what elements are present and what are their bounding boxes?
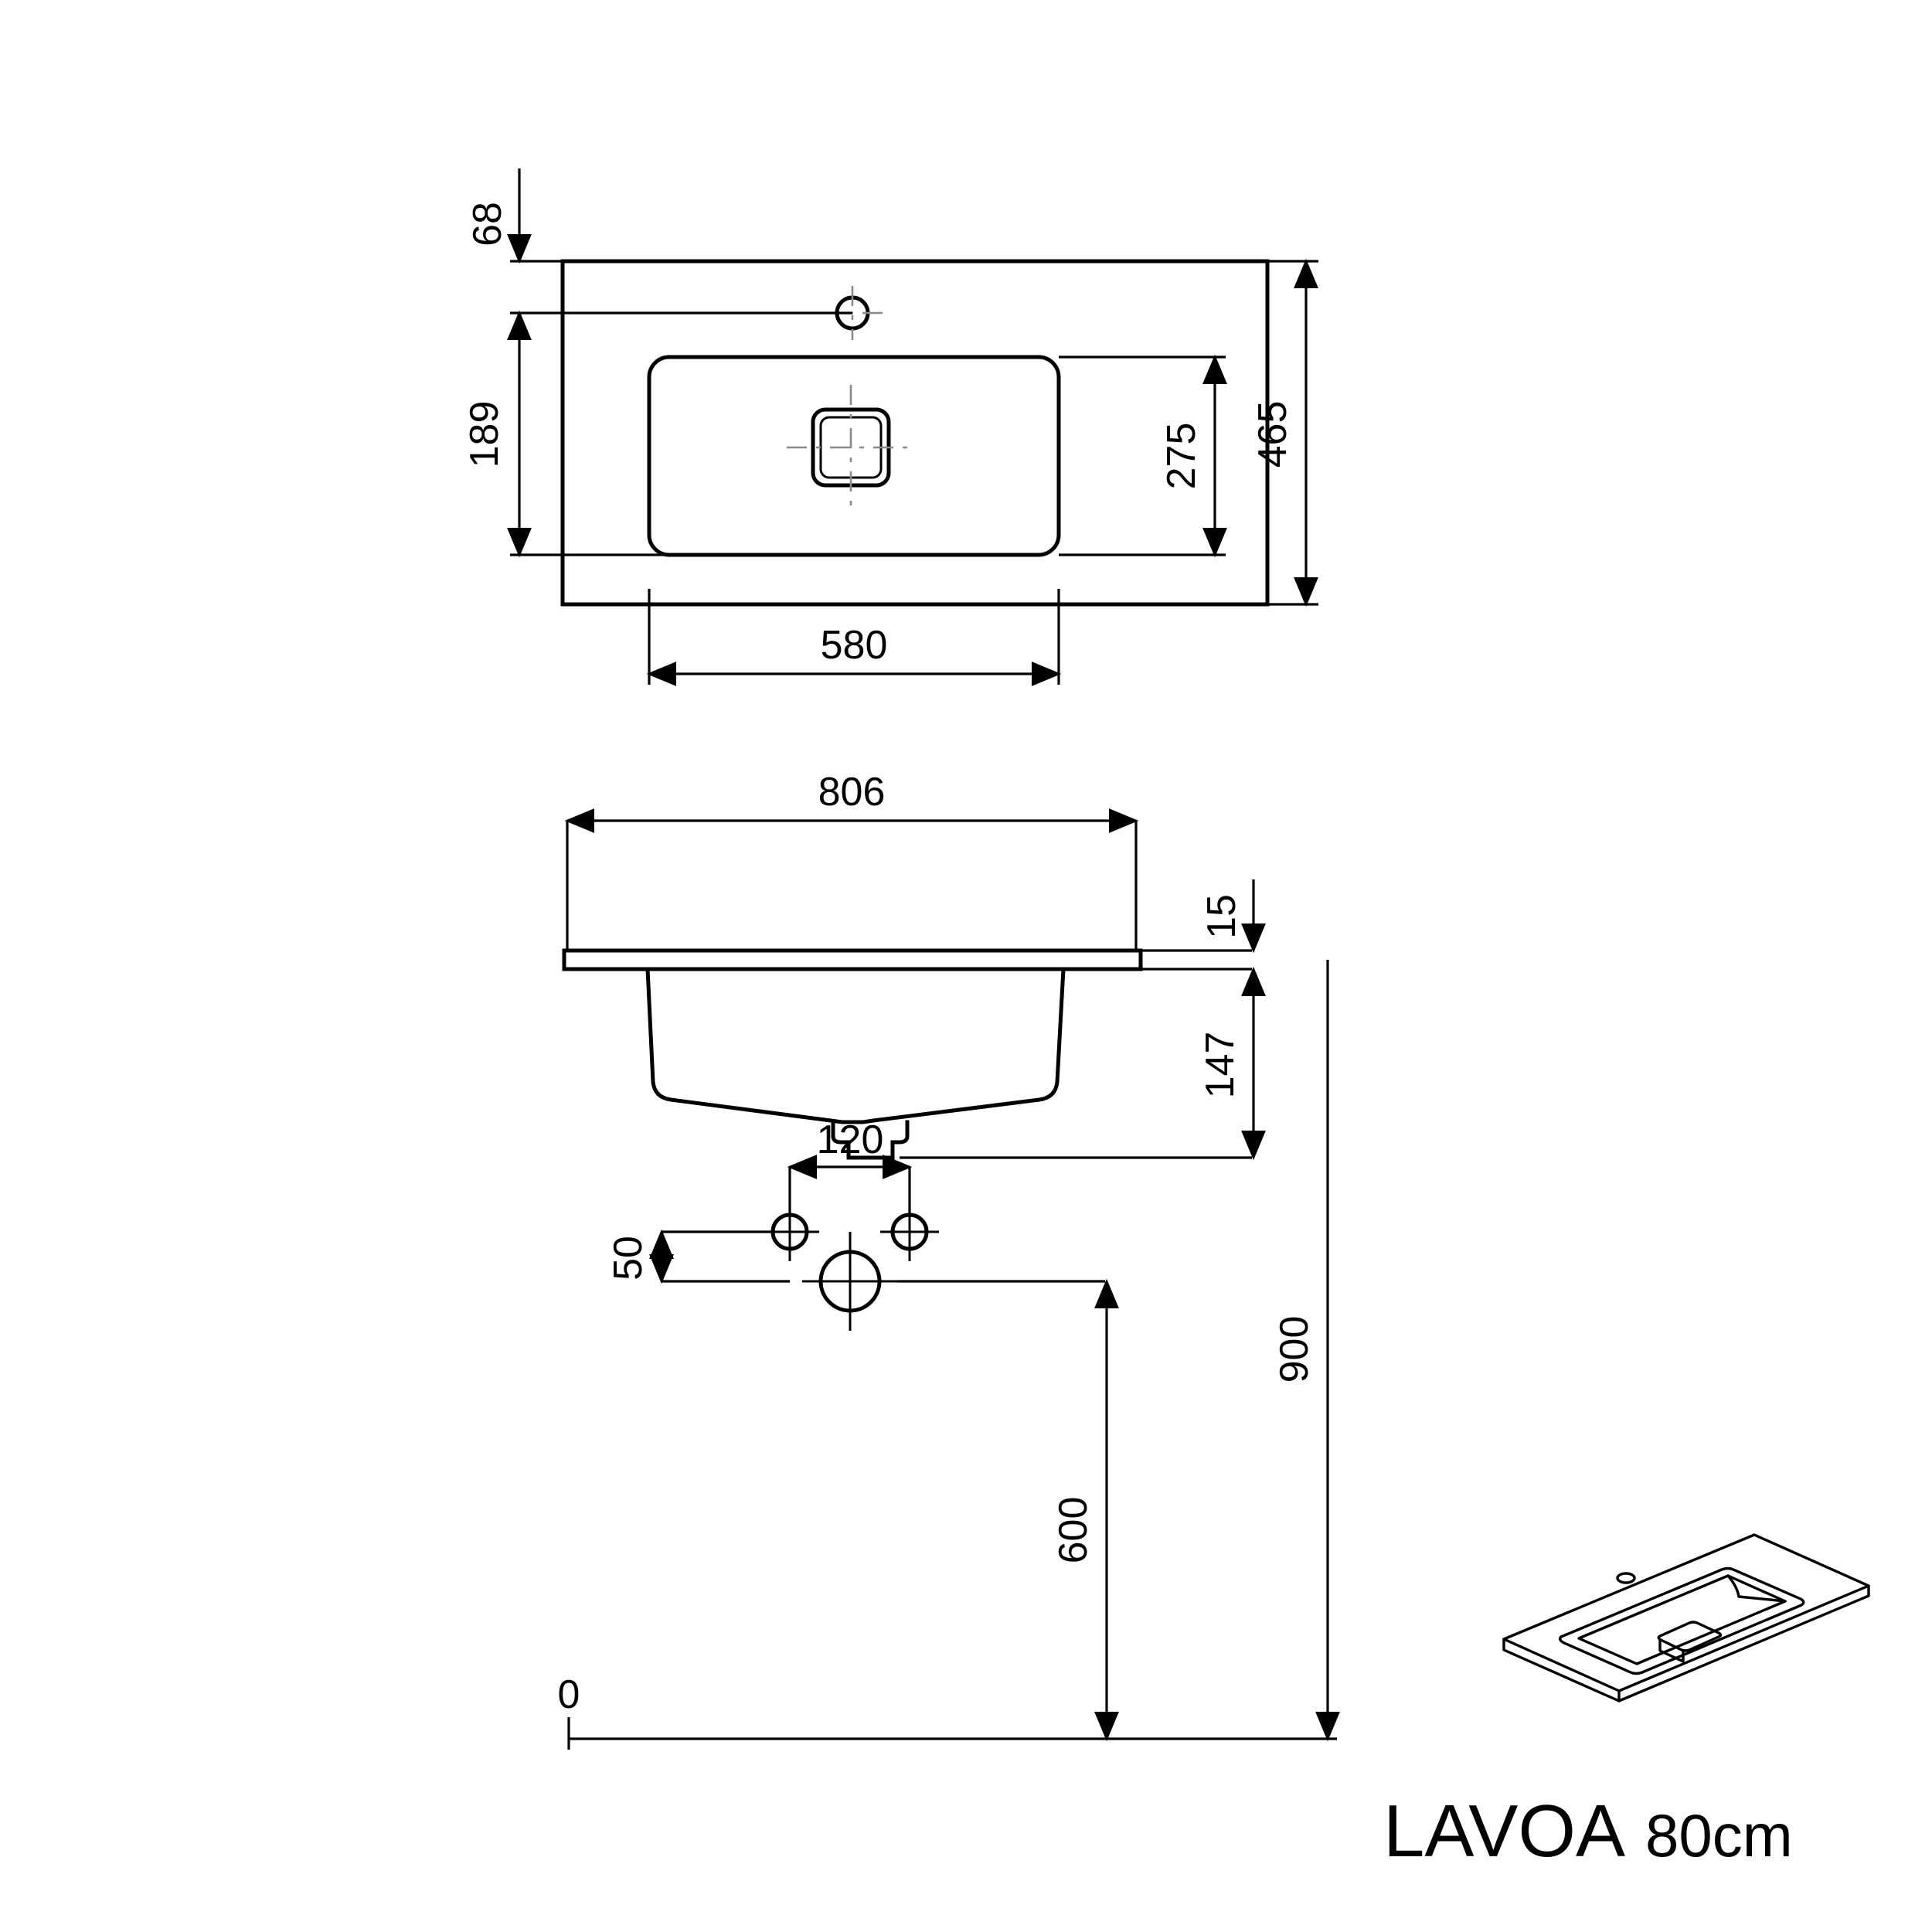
- iso-basin-rim: [1558, 1566, 1805, 1675]
- iso-slab-front-edge: [1502, 1638, 1621, 1702]
- dim-900-label: 900: [1272, 1316, 1317, 1383]
- top-view-group: 68 189 275 465 580: [462, 168, 1318, 686]
- iso-drain-square: [1657, 1621, 1723, 1652]
- bowl-section-profile: [645, 967, 1066, 1124]
- product-label: LAVOA 80cm: [1383, 1794, 1793, 1869]
- mounting-hole-view-group: 120 50: [606, 1117, 1105, 1331]
- top-view-plate-outline: [560, 259, 1270, 607]
- dim-806-label: 806: [818, 770, 886, 815]
- dim-0-label: 0: [558, 1672, 580, 1717]
- dim-275-label: 275: [1159, 423, 1204, 490]
- dim-120-label: 120: [817, 1117, 884, 1162]
- deck-slab: [562, 948, 1143, 971]
- installation-height-view-group: 600 900 0: [558, 960, 1340, 1750]
- dim-465-label: 465: [1250, 401, 1295, 468]
- isometric-view-group: [1502, 1533, 1870, 1702]
- top-view-basin-outline: [647, 355, 1061, 557]
- dim-50-label: 50: [606, 1236, 651, 1281]
- iso-drain-depth: [1658, 1638, 1685, 1663]
- iso-slab-top-face: [1502, 1533, 1870, 1692]
- iso-basin-back-wall: [1726, 1574, 1787, 1603]
- product-size-label: 80cm: [1645, 1801, 1793, 1869]
- product-brand-label: LAVOA: [1383, 1790, 1626, 1872]
- dim-580-label: 580: [821, 623, 888, 668]
- front-section-view-group: 806 15 147: [562, 770, 1266, 1161]
- dim-600-label: 600: [1051, 1497, 1096, 1564]
- dim-147-label: 147: [1198, 1032, 1243, 1099]
- dim-15-label: 15: [1199, 894, 1244, 939]
- dim-68-label: 68: [465, 202, 510, 247]
- iso-faucet-hole: [1616, 1572, 1636, 1584]
- iso-slab-right-edge: [1617, 1584, 1870, 1702]
- dim-189-label: 189: [462, 401, 507, 468]
